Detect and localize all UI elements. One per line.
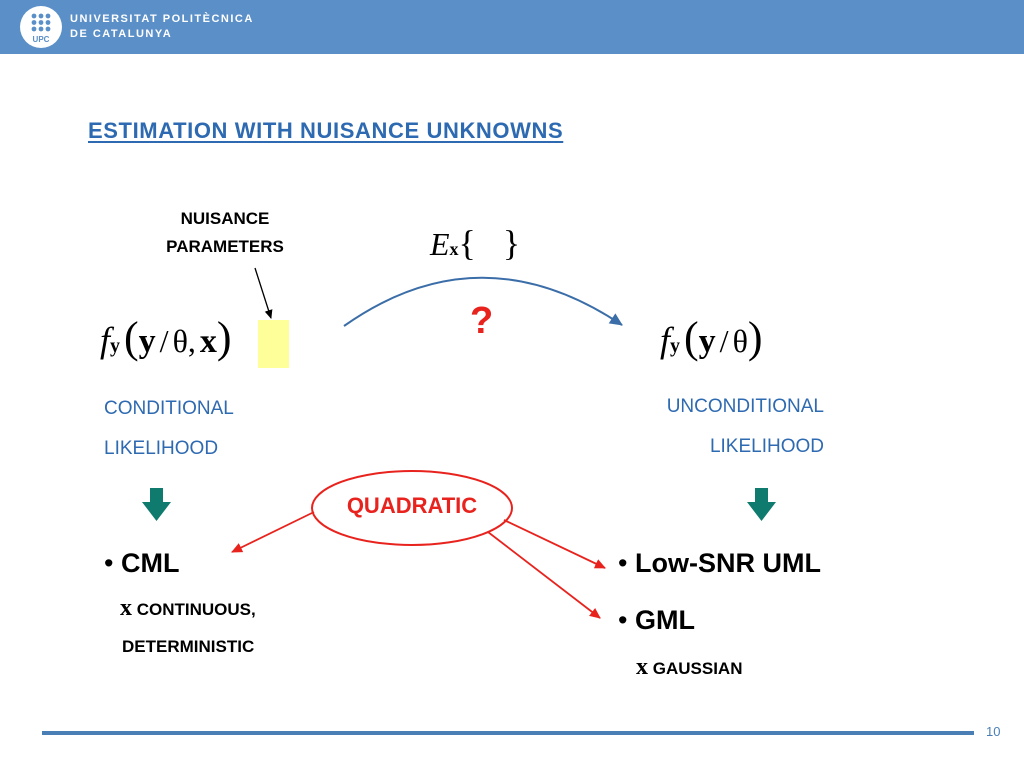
expectation-braces: { } xyxy=(458,223,521,263)
cml-description-2: DETERMINISTIC xyxy=(122,637,255,656)
logo-text: UPC xyxy=(33,35,50,44)
right-close-paren: ) xyxy=(747,313,763,362)
gml-description: x GAUSSIAN xyxy=(636,654,742,681)
conditional-likelihood-formula: fy (y / θ, x) xyxy=(100,312,232,363)
right-theta: θ xyxy=(732,323,748,359)
marginalization-arrow xyxy=(343,276,623,327)
left-x: x xyxy=(199,323,217,360)
right-y: y xyxy=(698,323,716,360)
down-arrow-right-icon xyxy=(747,488,776,521)
university-name: UNIVERSITAT POLITÈCNICA DE CATALUNYA xyxy=(70,12,254,42)
left-y: y xyxy=(138,323,156,360)
left-close-paren: ) xyxy=(216,313,232,362)
slide-title: ESTIMATION WITH NUISANCE UNKNOWNS xyxy=(88,118,564,143)
cml-x-symbol: x xyxy=(120,595,132,621)
expectation-sub: x xyxy=(449,239,459,259)
nuisance-highlight xyxy=(258,320,289,368)
bullet-lowsnr-text: Low-SNR UML xyxy=(634,548,821,578)
left-theta: θ, xyxy=(172,323,196,359)
bullet-cml-text: CML xyxy=(120,548,180,578)
quadratic-to-lowsnr-arrow xyxy=(503,519,606,569)
conditional-label-2: LIKELIHOOD xyxy=(104,438,219,459)
right-slash: / xyxy=(719,323,729,359)
bullet-gml-text: GML xyxy=(634,605,695,635)
conditional-label: CONDITIONAL LIKELIHOOD xyxy=(104,389,234,469)
nuisance-pointer-arrow xyxy=(254,267,273,319)
question-mark: ? xyxy=(470,300,494,342)
bullet-dot: • xyxy=(618,605,635,635)
left-slash: / xyxy=(159,323,169,359)
right-open-paren: ( xyxy=(684,313,699,362)
quadratic-to-gml-arrow xyxy=(487,531,601,619)
gml-desc-text: GAUSSIAN xyxy=(652,659,743,678)
header-bar: UPC UNIVERSITAT POLITÈCNICA DE CATALUNYA xyxy=(0,0,1024,54)
expectation-e: E xyxy=(430,226,450,262)
unconditional-label: UNCONDITIONAL LIKELIHOOD xyxy=(604,387,824,467)
upc-logo: UPC xyxy=(20,6,62,48)
expectation-operator: Ex{ } xyxy=(430,222,520,264)
bullet-lowsnr-uml: • Low-SNR UML xyxy=(618,548,821,579)
quadratic-to-cml-arrow xyxy=(231,511,315,553)
right-f-sub: y xyxy=(670,335,681,357)
bullet-dot: • xyxy=(104,548,121,578)
quadratic-label: QUADRATIC xyxy=(346,493,478,518)
cml-description-1: x CONTINUOUS, xyxy=(120,595,256,622)
page-number: 10 xyxy=(986,724,1001,739)
unconditional-label-2: LIKELIHOOD xyxy=(709,436,824,457)
footer-line xyxy=(42,731,974,735)
nuisance-line-1: NUISANCE xyxy=(180,209,270,228)
left-f-sub: y xyxy=(110,335,121,357)
upc-logo-icon: UPC xyxy=(31,13,51,44)
gml-x-symbol: x xyxy=(636,654,648,680)
conditional-label-1: CONDITIONAL xyxy=(104,398,234,419)
university-line-2: DE CATALUNYA xyxy=(70,28,173,40)
cml-desc-text-1: CONTINUOUS, xyxy=(136,600,256,619)
nuisance-label: NUISANCE PARAMETERS xyxy=(130,205,320,261)
down-arrow-left-icon xyxy=(142,488,171,521)
right-f: f xyxy=(660,320,671,360)
university-line-1: UNIVERSITAT POLITÈCNICA xyxy=(70,13,254,25)
quadratic-ellipse xyxy=(311,470,513,546)
bullet-gml: • GML xyxy=(618,605,695,636)
left-open-paren: ( xyxy=(124,313,139,362)
unconditional-likelihood-formula: fy (y / θ) xyxy=(660,312,763,363)
bullet-cml: • CML xyxy=(104,548,179,579)
bullet-dot: • xyxy=(618,548,635,578)
unconditional-label-1: UNCONDITIONAL xyxy=(666,396,824,417)
nuisance-line-2: PARAMETERS xyxy=(166,237,284,256)
left-f: f xyxy=(100,320,111,360)
